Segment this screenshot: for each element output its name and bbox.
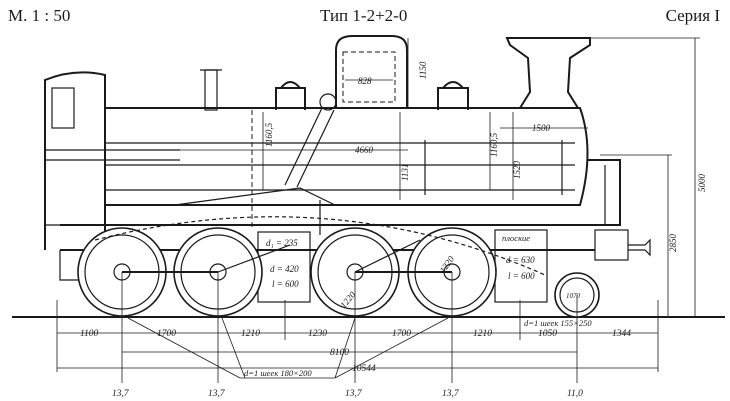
coupled-journal-label: d=1 шеек 180×200: [244, 368, 312, 378]
hp-cylinder-l: l = 600: [272, 279, 299, 289]
dim-total-height: 5000: [697, 174, 707, 193]
dim-wheelbase: 8100: [330, 348, 349, 358]
dim-spacing-5: 1700: [392, 329, 411, 339]
lp-cylinder-d: d = 630: [506, 255, 535, 265]
dim-smokebox-length: 1500: [532, 123, 551, 133]
chimney: [505, 37, 591, 109]
dim-spacing-1: 1100: [80, 329, 99, 339]
axle-load-3: 13,7: [345, 389, 363, 399]
lp-cylinder-label: плоские: [502, 233, 530, 243]
cab: [44, 71, 180, 250]
dim-spacing-7: 1050: [538, 329, 557, 339]
axle-load-2: 13,7: [208, 389, 226, 399]
dim-dome-height: 1150: [418, 61, 428, 79]
dim-boiler-length: 4660: [355, 145, 374, 155]
dim-overall-length: 10544: [352, 364, 376, 374]
dim-smokebox-dia: 1520: [512, 161, 522, 180]
scale-label: М. 1 : 50: [8, 6, 71, 25]
lp-cylinder-l: l = 600: [508, 271, 535, 281]
dim-bogie-wheel-dia: 1070: [566, 292, 581, 300]
dome-pipe: [319, 93, 337, 111]
dim-height-left: 1160,5: [264, 122, 274, 147]
dim-axis-height: 2850: [668, 234, 678, 253]
axle-load-4: 13,7: [442, 389, 460, 399]
dim-boiler-dia: 1131: [400, 164, 410, 181]
buffer: [628, 238, 651, 257]
dim-spacing-8: 1344: [612, 329, 631, 339]
hp-cylinder-d: d = 420: [270, 264, 299, 274]
axle-load-1: 13,7: [112, 389, 130, 399]
dim-dome-width: 828: [358, 76, 372, 86]
axle-load-arrows: [121, 272, 578, 383]
smokebox-front: [588, 159, 621, 226]
lp-cylinder-box: плоские d = 630 l = 600: [494, 229, 548, 303]
dim-spacing-3: 1210: [241, 329, 260, 339]
series-label: Серия I: [665, 6, 720, 25]
steam-dome: [335, 35, 408, 108]
dim-height-right: 1160,5: [489, 132, 499, 157]
wheel-arrangement-label: Тип 1-2+2-0: [320, 6, 408, 25]
sand-dome-right: [437, 81, 469, 110]
dim-spacing-6: 1210: [473, 329, 492, 339]
hp-cylinder-box: d₁ = 235 d = 420 l = 600: [257, 231, 311, 303]
hp-cylinder-d1: d₁ = 235: [266, 238, 298, 248]
bogie-journal-label: d=1 шеек 155×250: [524, 318, 592, 328]
dim-spacing-4: 1230: [308, 329, 327, 339]
axle-load-5: 11,0: [567, 389, 583, 399]
boiler: [105, 69, 589, 206]
dim-spacing-2: 1700: [157, 329, 176, 339]
dimension-lines: [56, 37, 700, 379]
sand-dome-left: [275, 81, 306, 110]
